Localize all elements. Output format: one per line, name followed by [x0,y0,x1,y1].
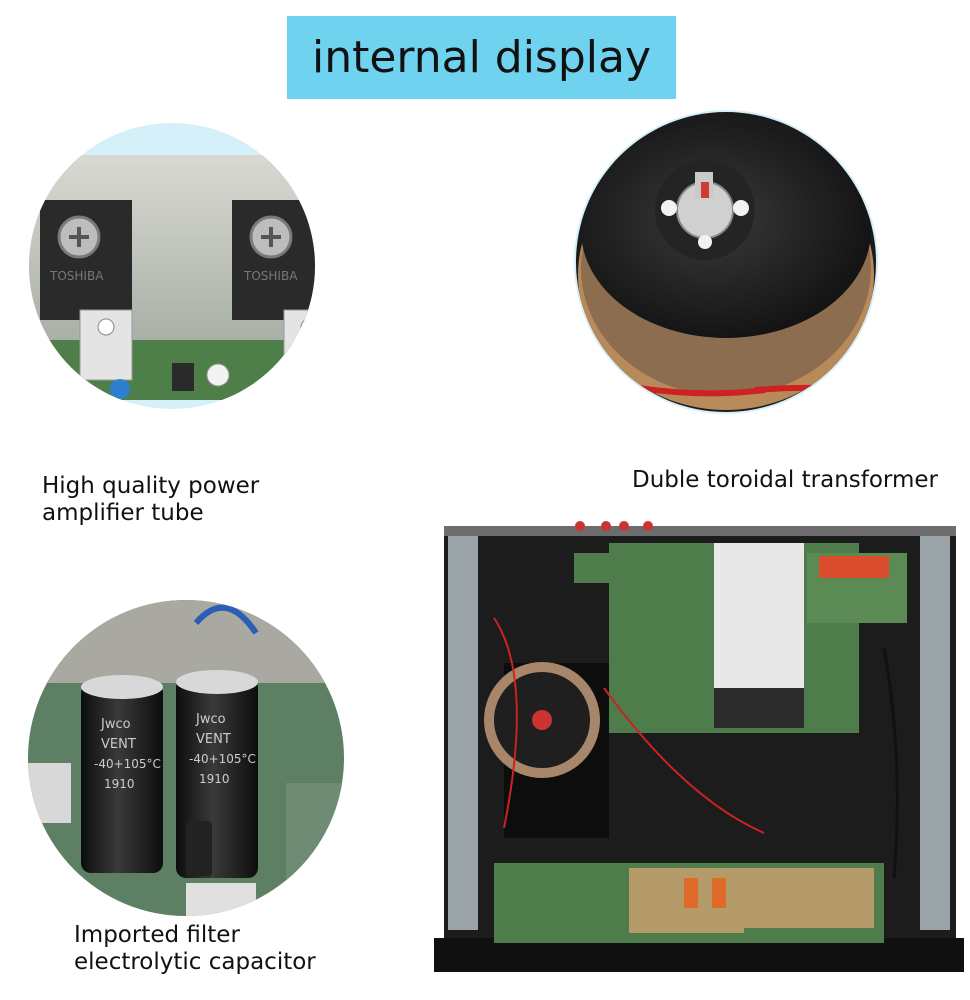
tube-brand-text-left: TOSHIBA [49,269,104,283]
cap-temp-left: -40+105°C [94,757,161,771]
cap-brand-right: Jwco [195,712,226,727]
power-tube-caption-line1: High quality power [42,473,260,499]
tube-brand-text-right: TOSHIBA [243,269,298,283]
page-title: internal display [311,32,652,83]
power-tube-photo: TOSHIBA TOSHIBA [22,105,322,427]
power-tube-caption: High quality power amplifier tube [42,473,259,527]
transformer-caption-line1: Duble toroidal transformer [632,467,938,493]
capacitor-caption-line2: electrolytic capacitor [74,949,316,975]
cap-vent-left: VENT [101,737,136,752]
capacitor-caption: Imported filter electrolytic capacitor [74,922,316,976]
cap-brand-left: Jwco [100,717,131,732]
chassis-photo [434,498,964,972]
cap-code-right: 1910 [199,772,230,786]
transformer-photo [565,100,887,420]
cap-vent-right: VENT [196,732,231,747]
title-banner: internal display [287,16,676,99]
power-tube-caption-line2: amplifier tube [42,500,204,526]
capacitor-photo: Jwco VENT -40+105°C 1910 Jwco VENT -40+1… [26,593,346,923]
cap-temp-right: -40+105°C [189,752,256,766]
capacitor-caption-line1: Imported filter [74,922,240,948]
cap-code-left: 1910 [104,777,135,791]
transformer-caption: Duble toroidal transformer [632,467,938,494]
